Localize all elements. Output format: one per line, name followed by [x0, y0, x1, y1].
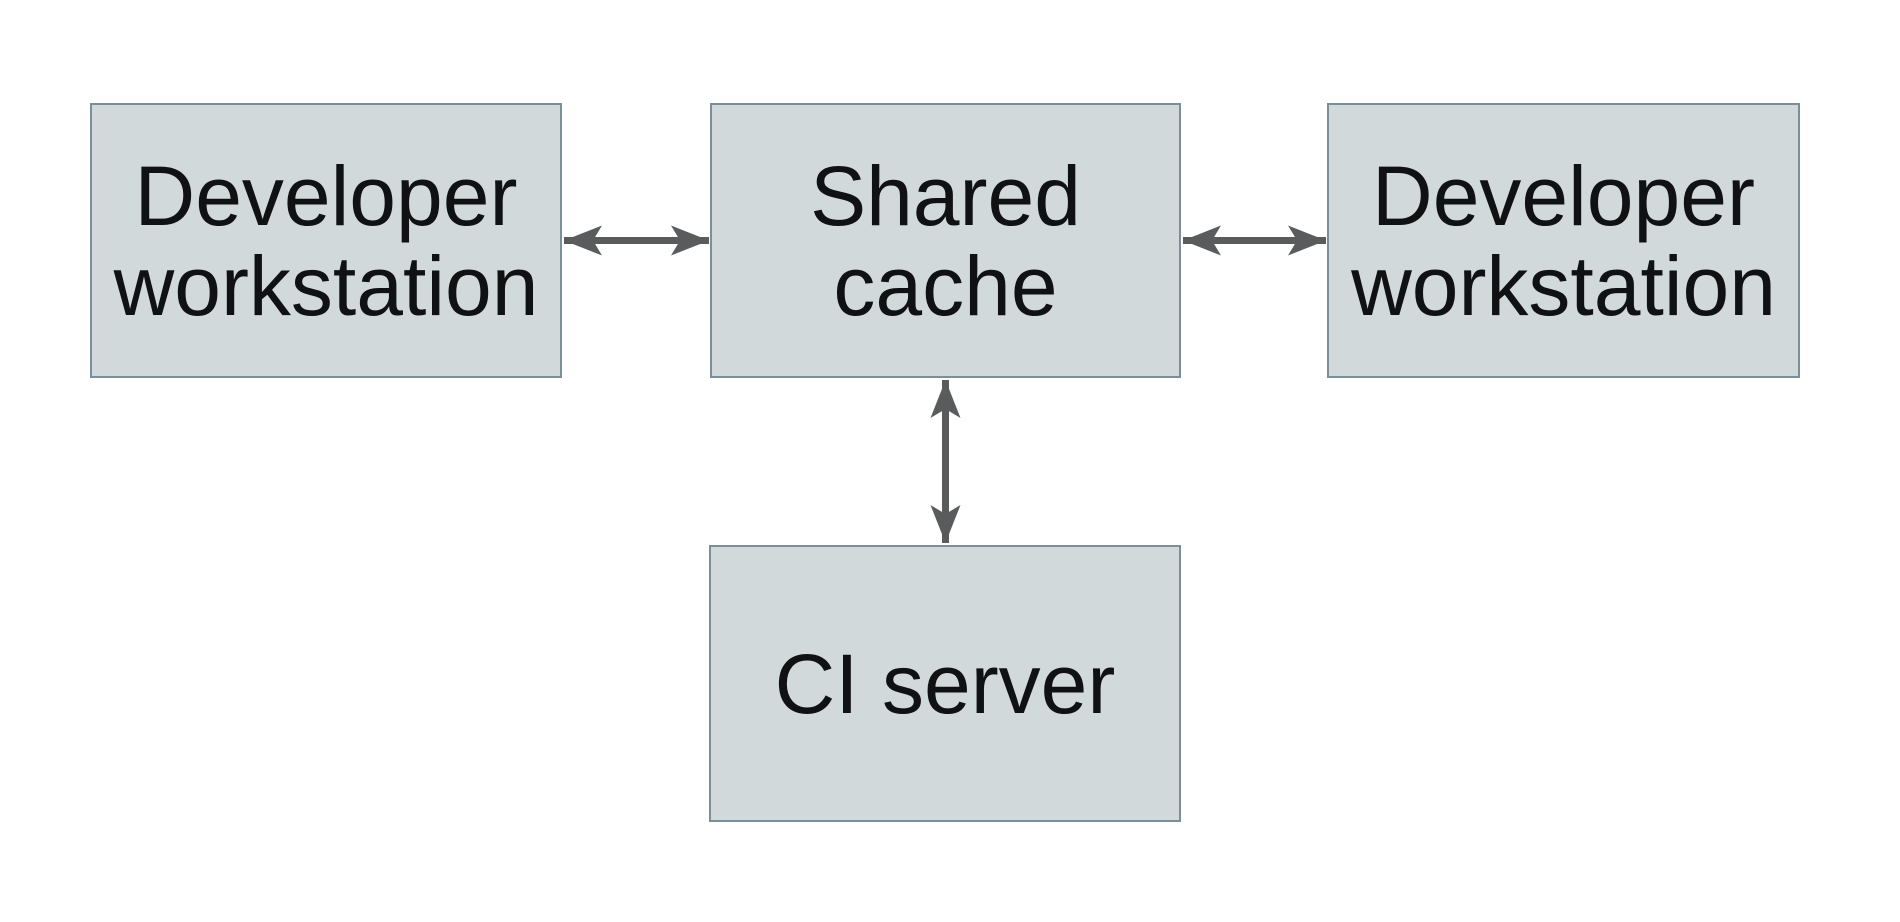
node-ci-server: CI server: [709, 545, 1181, 822]
node-label: CI server: [774, 636, 1116, 731]
node-label: Developer workstation: [113, 148, 539, 333]
node-label: Developer workstation: [1351, 148, 1776, 333]
node-developer-workstation-right: Developer workstation: [1327, 103, 1800, 378]
node-shared-cache: Shared cache: [710, 103, 1181, 378]
node-label: Shared cache: [810, 148, 1081, 333]
node-developer-workstation-left: Developer workstation: [90, 103, 562, 378]
